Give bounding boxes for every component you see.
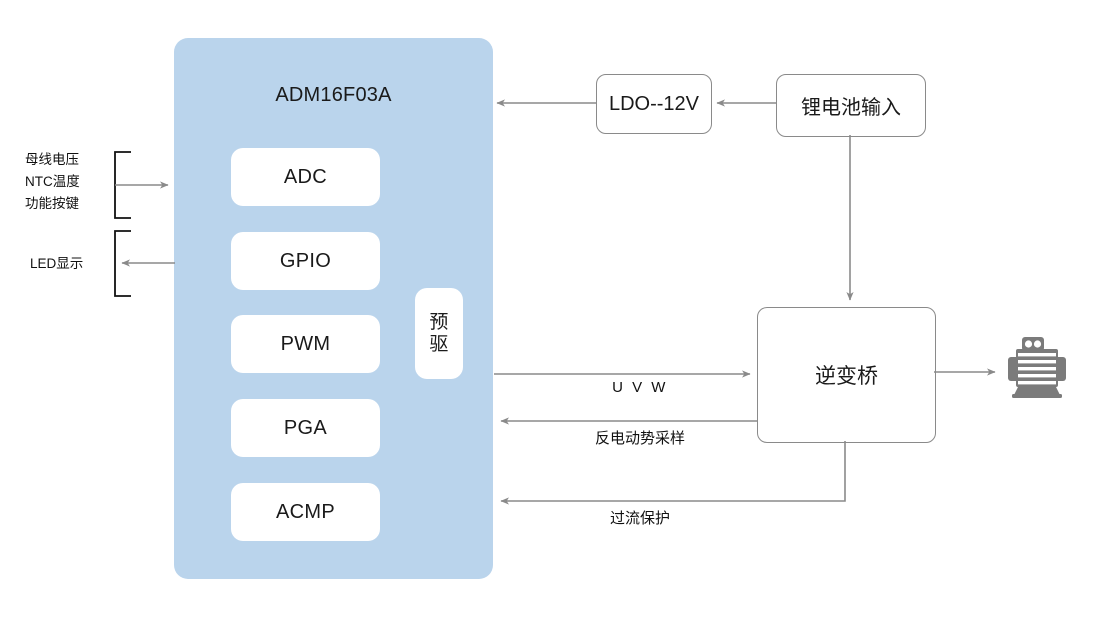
mcu-title: ADM16F03A [275, 84, 392, 106]
battery-box[interactable]: 锂电池输入 [776, 74, 926, 137]
ldo-box[interactable]: LDO--12V [596, 74, 712, 134]
input-label-func-key: 功能按键 [25, 195, 79, 211]
signal-label-ocp: 过流保护 [609, 510, 670, 527]
input-label-bus-voltage: 母线电压 [25, 152, 79, 167]
inverter-box[interactable]: 逆变桥 [757, 307, 936, 443]
mcu-block-gpio[interactable]: GPIO [231, 232, 380, 290]
signal-label-uvw: U V W [612, 379, 668, 396]
pre-driver-block[interactable]: 预 驱 [415, 288, 463, 379]
mcu-block-adc[interactable]: ADC [231, 148, 380, 206]
input-label-ntc-temp: NTC温度 [25, 173, 80, 189]
mcu-block-pga[interactable]: PGA [231, 399, 380, 457]
pre-driver-label-line1: 预 [429, 312, 449, 334]
output-label-led-display: LED显示 [30, 256, 84, 271]
motor-icon [1002, 337, 1072, 399]
input-signal-group-label: 母线电压 NTC温度 功能按键 [25, 149, 80, 215]
mcu-block-acmp[interactable]: ACMP [231, 483, 380, 541]
mcu-block-pwm[interactable]: PWM [231, 315, 380, 373]
pre-driver-label-line2: 驱 [429, 333, 449, 355]
output-signal-group-label: LED显示 [30, 253, 83, 275]
signal-label-bemf: 反电动势采样 [594, 430, 685, 447]
